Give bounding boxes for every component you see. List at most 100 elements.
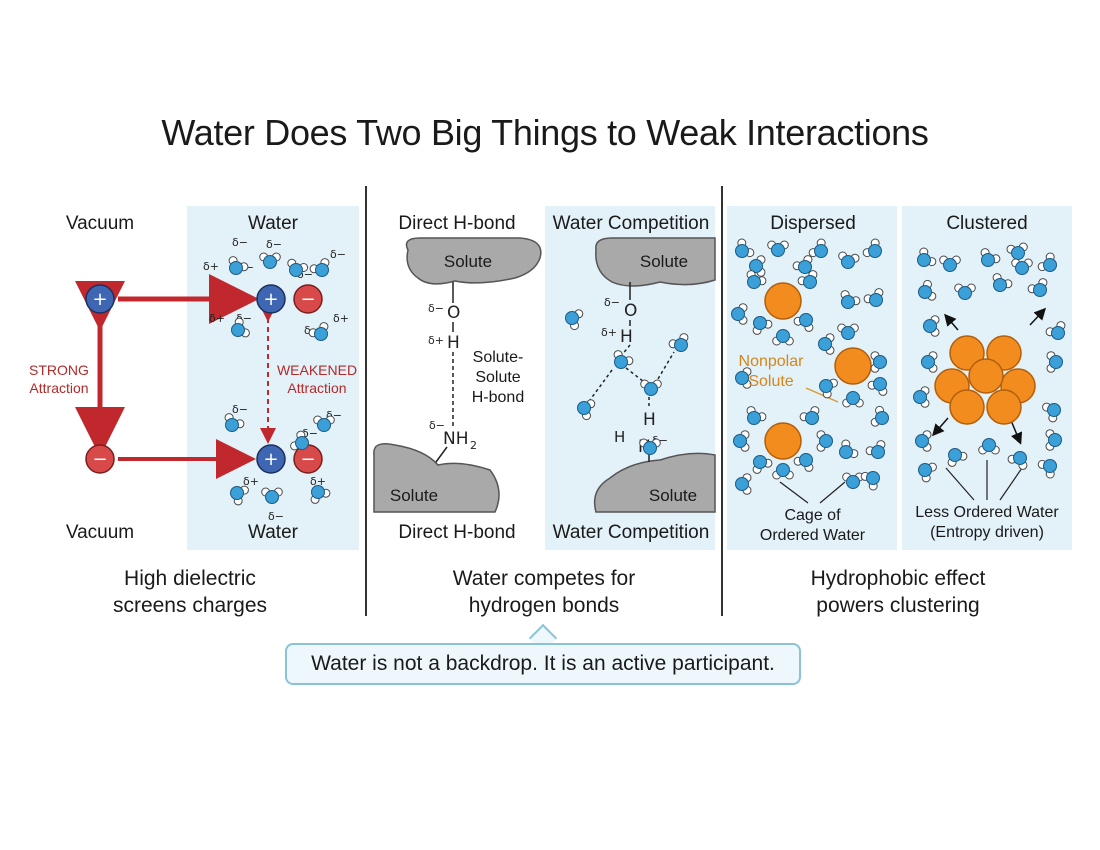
footer-vacuum: Vacuum (65, 522, 135, 543)
water-molecule-icon (913, 386, 930, 408)
footer-direct-hbond: Direct H-bond (398, 522, 516, 543)
solute-blob (595, 237, 716, 287)
header-water: Water (248, 213, 298, 234)
water-molecule-icon (863, 288, 884, 307)
solute-blob (373, 443, 500, 513)
panel-divider (365, 186, 367, 616)
water-molecule-icon (731, 303, 748, 325)
svg-text:NH: NH (443, 429, 469, 449)
header-clustered: Clustered (946, 213, 1028, 234)
water-molecule-icon (565, 309, 584, 331)
solute-label: Solute (443, 252, 493, 271)
water-molecule-icon (793, 313, 814, 332)
water-molecule-icon (772, 463, 794, 480)
svg-text:δ−: δ− (268, 510, 284, 523)
svg-text:H: H (643, 410, 656, 430)
water-molecule-icon (860, 471, 880, 491)
svg-text:δ+: δ+ (209, 312, 225, 325)
entropy-arrows (932, 307, 1047, 445)
water-molecule-icon (1027, 278, 1048, 297)
water-molecule-icon (918, 279, 937, 301)
water-molecule-icon (310, 485, 331, 504)
water-molecule-icon (978, 438, 1000, 455)
negative-charge-icon: − (85, 444, 115, 474)
svg-text:δ+: δ+ (203, 260, 219, 273)
svg-text:δ+: δ+ (243, 475, 259, 488)
ion-pair-top: + − (256, 284, 323, 314)
key-message-callout: Water is not a backdrop. It is an active… (285, 643, 801, 685)
water-molecule-icon (865, 440, 886, 459)
water-molecule-icon (259, 252, 281, 269)
water-molecule-icon (1011, 258, 1033, 275)
water-molecule-icon (917, 247, 937, 267)
svg-text:δ−: δ− (266, 238, 282, 251)
solute-label: Solute (389, 486, 439, 505)
svg-text:O: O (447, 303, 460, 323)
water-molecule-icon (870, 351, 887, 373)
water-molecule-icon (837, 323, 859, 340)
water-molecule-icon (308, 322, 329, 341)
svg-text:+: + (263, 449, 278, 470)
water-molecule-icon (918, 462, 937, 483)
water-molecule-icon (1045, 321, 1066, 340)
positive-charge-icon: + (85, 284, 115, 314)
water-molecule-icon (746, 270, 767, 289)
footer-water-competition: Water Competition (552, 522, 710, 543)
water-molecule-icon (309, 258, 330, 277)
water-molecule-icon (230, 485, 249, 506)
water-molecule-icon (735, 238, 755, 258)
svg-text:−: − (300, 449, 315, 470)
water-molecule-icon (1037, 459, 1057, 479)
svg-text:+: + (92, 289, 107, 310)
water-molecule-icon (939, 255, 961, 272)
water-molecule-icon (862, 238, 882, 258)
svg-text:δ+: δ+ (333, 312, 349, 325)
water-molecule-icon (818, 333, 835, 355)
water-molecule-icon (772, 329, 794, 346)
svg-text:δ+: δ+ (601, 326, 617, 339)
water-molecule-icon (819, 378, 838, 399)
solute-blob (405, 237, 542, 285)
header-water-competition: Water Competition (552, 213, 710, 234)
ion-pair-bottom: + − (256, 444, 323, 474)
water-molecule-icon (752, 316, 773, 335)
svg-text:H: H (620, 327, 633, 347)
footer-water: Water (248, 522, 298, 543)
header-vacuum: Vacuum (65, 213, 135, 234)
water-molecule-icon (640, 379, 662, 396)
water-molecule-icon (842, 472, 864, 489)
less-ordered-label: Less Ordered Water(Entropy driven) (915, 504, 1059, 541)
water-molecule-icon (954, 283, 976, 300)
water-molecule-icon (1006, 242, 1028, 260)
water-molecule-icon (735, 473, 752, 495)
svg-text:δ+: δ+ (310, 475, 326, 488)
water-molecule-icon (792, 255, 813, 274)
svg-text:δ−: δ− (302, 427, 318, 440)
water-molecule-icon (231, 317, 250, 338)
water-molecule-icon (752, 455, 773, 474)
svg-text:δ−: δ− (330, 248, 346, 261)
svg-text:δ−: δ− (429, 419, 445, 432)
header-direct-hbond: Direct H-bond (398, 213, 516, 234)
water-molecule-icon (749, 255, 766, 277)
water-molecule-icon (1007, 451, 1028, 470)
water-molecule-icon (797, 270, 818, 289)
water-molecule-icon (799, 406, 820, 425)
water-molecule-icon (947, 448, 968, 467)
water-molecule-icon (992, 273, 1013, 292)
solute-label: Solute (639, 252, 689, 271)
water-molecule-icon (577, 399, 596, 421)
water-molecule-icon (639, 438, 661, 455)
water-molecule-icon (842, 391, 864, 408)
svg-text:2: 2 (470, 439, 477, 452)
water-molecule-icon (287, 258, 309, 277)
water-molecule-icon (668, 333, 689, 352)
solute-label: Solute (648, 486, 698, 505)
